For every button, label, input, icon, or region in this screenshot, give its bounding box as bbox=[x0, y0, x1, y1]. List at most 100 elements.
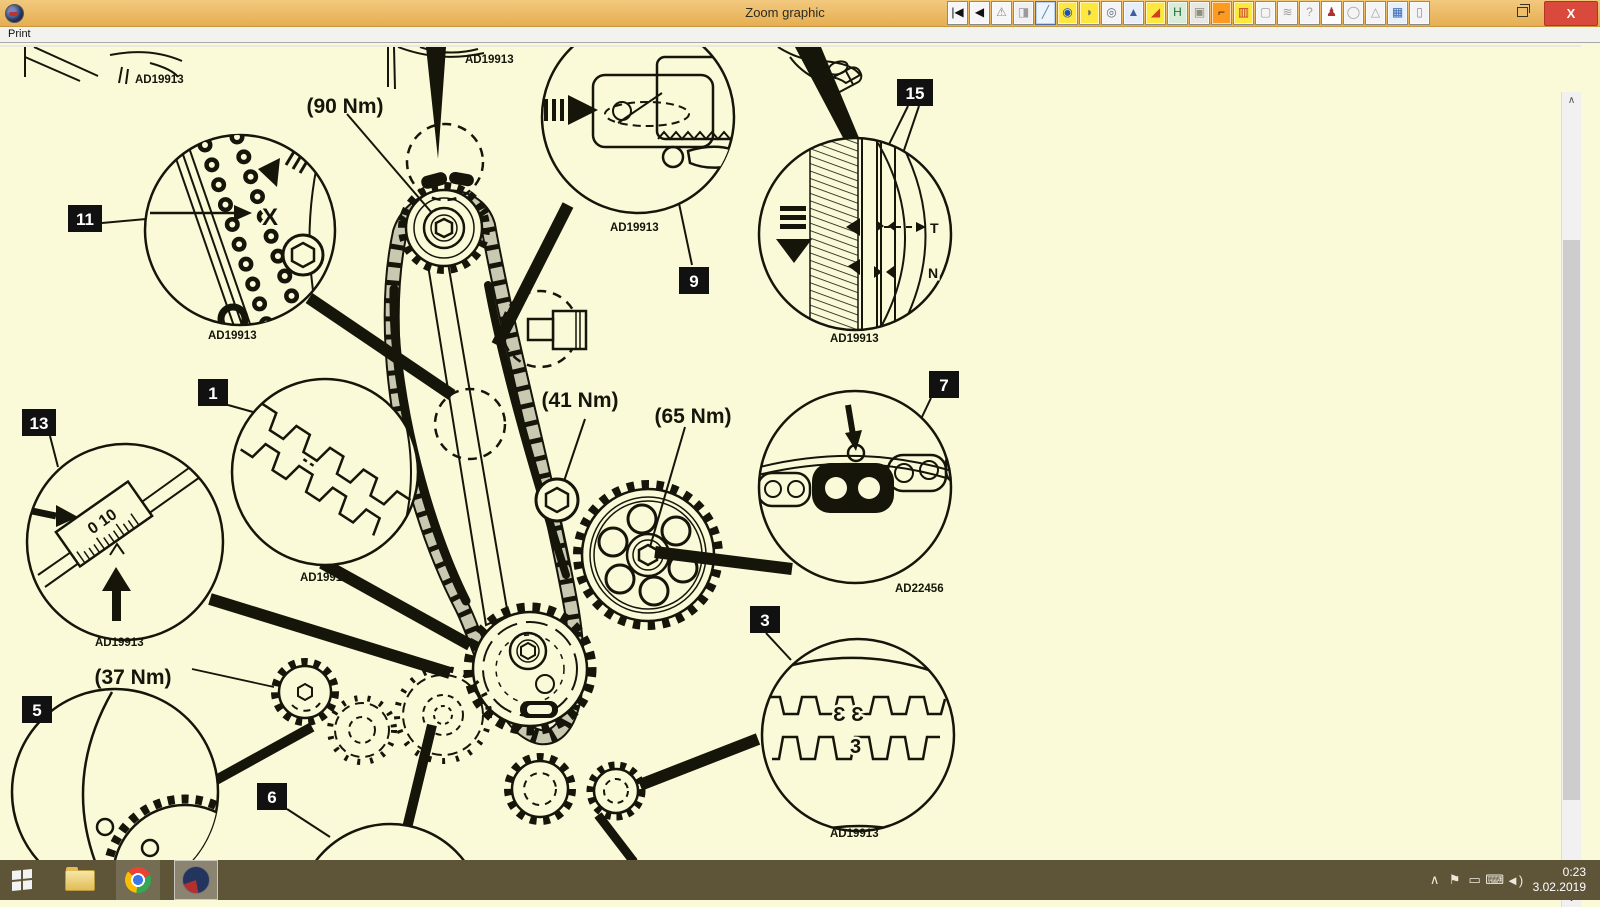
seatbelt-man-icon[interactable]: ♟ bbox=[1321, 1, 1342, 25]
ref-label: AD19913 bbox=[208, 330, 257, 342]
mark-mirrored-three: Ɛ Ɛ bbox=[833, 704, 864, 726]
key-fob-icon[interactable]: ⌐ bbox=[1211, 1, 1232, 25]
system-tray: ∧ ⚑ ▭ ⌨◄) 0:23 3.02.2019 bbox=[1425, 865, 1600, 895]
autodata-icon bbox=[182, 866, 210, 894]
chain-joint-dashed-circle bbox=[433, 387, 507, 461]
windows-logo-icon bbox=[12, 868, 32, 892]
callout-boxes: 11 13 1 5 6 9 15 7 3 bbox=[22, 79, 959, 810]
file-explorer-button[interactable] bbox=[58, 860, 102, 900]
scrollbar-thumb[interactable] bbox=[1563, 240, 1580, 800]
technical-data-globe-icon[interactable]: ◉ bbox=[1057, 1, 1078, 25]
help-icon[interactable]: ? bbox=[1299, 1, 1320, 25]
scroll-up-button[interactable]: ∧ bbox=[1562, 92, 1581, 109]
cam-bolt-leader bbox=[346, 113, 433, 214]
ref-label: AD19913 bbox=[830, 333, 879, 345]
clock-date: 3.02.2019 bbox=[1532, 880, 1586, 894]
nav-back-icon[interactable]: ◀ bbox=[969, 1, 990, 25]
oil-pump-gear-cluster bbox=[271, 658, 492, 765]
body-panel-icon[interactable]: ▢ bbox=[1255, 1, 1276, 25]
chrome-icon bbox=[125, 867, 151, 893]
mark-x: X bbox=[262, 204, 278, 231]
mouse-icon[interactable]: ◗ bbox=[1079, 1, 1100, 25]
mark-three: 3 bbox=[850, 736, 861, 758]
ref-label: AD19913 bbox=[830, 828, 879, 840]
svg-text:13: 13 bbox=[30, 414, 49, 433]
diagram-area: X AD19913 AD19913 bbox=[0, 45, 1581, 907]
ramp-icon[interactable]: ◢ bbox=[1145, 1, 1166, 25]
app-icon bbox=[5, 4, 24, 23]
svg-text:15: 15 bbox=[906, 84, 925, 103]
ref-label: AD22456 bbox=[895, 583, 944, 595]
top-right-wedge bbox=[795, 47, 862, 151]
detail-circle-3: Ɛ Ɛ 3 AD19913 bbox=[760, 637, 956, 840]
warning-icon[interactable]: ⚠ bbox=[991, 1, 1012, 25]
svg-text:7: 7 bbox=[939, 376, 948, 395]
folder-icon bbox=[65, 866, 95, 891]
top-wedge bbox=[426, 47, 446, 159]
idler-bolt-leader bbox=[649, 426, 686, 548]
leader-wedges bbox=[204, 202, 793, 862]
mark-t: T bbox=[930, 220, 939, 236]
diagnostics-icon[interactable]: ▥ bbox=[1233, 1, 1254, 25]
repair-wrench-icon[interactable]: ╱ bbox=[1035, 1, 1056, 25]
display-icon[interactable]: ▭ bbox=[1468, 872, 1481, 887]
detail-circle-15: T N AD19913 bbox=[757, 136, 953, 345]
svg-text:3: 3 bbox=[760, 611, 769, 630]
engine-icon[interactable]: ▦ bbox=[1387, 1, 1408, 25]
vertical-scrollbar[interactable]: ∧ ∨ bbox=[1561, 92, 1581, 907]
restore-button[interactable] bbox=[1516, 4, 1534, 20]
ref-label: AD19913 bbox=[465, 54, 514, 66]
detail-circle-5 bbox=[10, 687, 220, 862]
svg-text:9: 9 bbox=[689, 272, 698, 291]
oval-icon[interactable]: ◯ bbox=[1343, 1, 1364, 25]
svg-text:1: 1 bbox=[208, 384, 217, 403]
hidden-icons-chevron[interactable]: ∧ bbox=[1429, 872, 1440, 887]
torque-cam: (90 Nm) bbox=[306, 95, 383, 118]
triangle-tool-icon[interactable]: △ bbox=[1365, 1, 1386, 25]
lift-icon[interactable]: H bbox=[1167, 1, 1188, 25]
clock-time: 0:23 bbox=[1562, 865, 1586, 879]
window-title: Zoom graphic bbox=[745, 5, 825, 20]
torque-pump: (37 Nm) bbox=[94, 666, 171, 689]
start-button[interactable] bbox=[0, 860, 44, 900]
detail-circle-1: AD19913 bbox=[230, 377, 420, 584]
timing-chain-diagram: X AD19913 AD19913 bbox=[10, 47, 959, 862]
autodata-app-button[interactable] bbox=[174, 860, 218, 900]
menu-print[interactable]: Print bbox=[8, 28, 31, 40]
torque-idler: (65 Nm) bbox=[654, 405, 731, 428]
svg-text:11: 11 bbox=[76, 210, 94, 229]
action-center-flag-icon[interactable]: ⚑ bbox=[1448, 872, 1461, 887]
nav-first-icon[interactable]: |◀ bbox=[947, 1, 968, 25]
tow-car-icon[interactable]: ▣ bbox=[1189, 1, 1210, 25]
ref-label: AD19913 bbox=[610, 222, 659, 234]
svg-text:5: 5 bbox=[32, 701, 41, 720]
detail-circle-6 bbox=[313, 822, 467, 862]
detail-circle-13: 0 10 AD19913 bbox=[25, 442, 225, 649]
taskbar-clock[interactable]: 0:23 3.02.2019 bbox=[1527, 865, 1594, 895]
ref-label: AD19913 bbox=[95, 637, 144, 649]
pump-bolt-leader bbox=[191, 668, 275, 688]
wiring-icon[interactable]: ≋ bbox=[1277, 1, 1298, 25]
ref-label: AD19913 bbox=[300, 572, 349, 584]
exit-door-icon[interactable]: ◨ bbox=[1013, 1, 1034, 25]
titlebar-toolbar: |◀◀⚠◨╱◉◗◎▲◢H▣⌐▥▢≋?♟◯△▦▯ bbox=[947, 1, 1431, 25]
detail-circle-9: AD19913 bbox=[540, 47, 736, 234]
tensioner-bolt bbox=[534, 418, 586, 568]
chrome-button[interactable] bbox=[116, 860, 160, 900]
ref-label: AD19913 bbox=[135, 74, 184, 86]
volume-icon[interactable]: ◄) bbox=[1506, 872, 1524, 888]
network-icon[interactable]: ⌨ bbox=[1485, 872, 1504, 887]
mark-n: N bbox=[928, 265, 938, 281]
jack-icon[interactable]: ▲ bbox=[1123, 1, 1144, 25]
window-titlebar: Zoom graphic |◀◀⚠◨╱◉◗◎▲◢H▣⌐▥▢≋?♟◯△▦▯ X bbox=[0, 0, 1600, 27]
close-button[interactable]: X bbox=[1544, 1, 1598, 26]
wheel-icon[interactable]: ◎ bbox=[1101, 1, 1122, 25]
cabinet-icon[interactable]: ▯ bbox=[1409, 1, 1430, 25]
menu-bar: Print bbox=[0, 27, 1600, 43]
detail-circle-7: AD22456 bbox=[757, 389, 953, 595]
cam-detail-dashed-circle bbox=[405, 122, 485, 202]
svg-text:6: 6 bbox=[267, 788, 276, 807]
torque-tensioner: (41 Nm) bbox=[541, 389, 618, 412]
balancer-gears bbox=[504, 753, 646, 825]
detail-circle-11: X AD19913 bbox=[143, 133, 337, 342]
